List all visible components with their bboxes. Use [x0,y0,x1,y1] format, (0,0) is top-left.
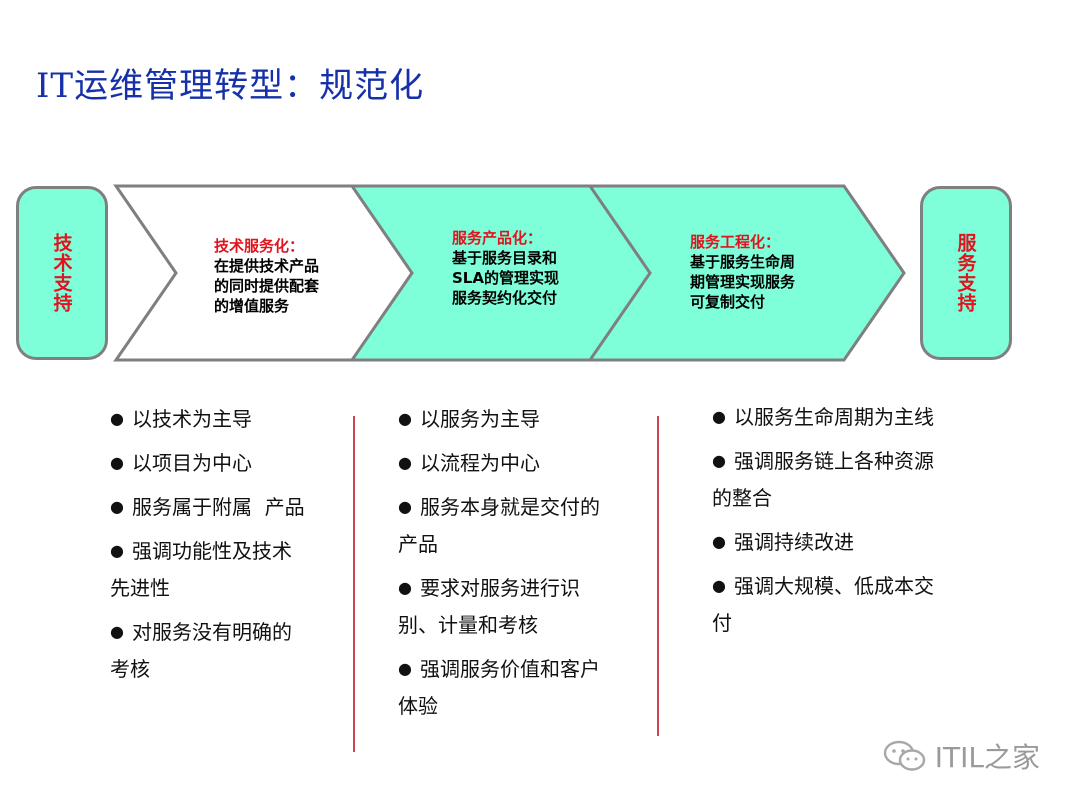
stage-body-3: 基于服务生命周期管理实现服务可复制交付 [690,253,796,311]
column-2: 以服务为主导 以流程为中心 服务本身就是交付的产品 要求对服务进行识别、计量和考… [398,400,614,731]
list-item: 强调服务价值和客户体验 [398,650,614,725]
list-item: 强调功能性及技术先进性 [110,532,310,607]
start-label: 技术支持 [50,233,73,313]
list-item: 以项目为中心 [110,444,310,482]
list-item: 以服务生命周期为主线 [712,398,934,436]
stage-text-2: 服务产品化： 基于服务目录和SLA的管理实现服务契约化交付 [452,228,564,308]
list-item: 以服务为主导 [398,400,614,438]
stage-head-1: 技术服务化： [214,237,305,255]
column-divider-1 [353,416,355,752]
stage-body-2: 基于服务目录和SLA的管理实现服务契约化交付 [452,249,559,307]
column-divider-2 [657,416,659,736]
column-3: 以服务生命周期为主线 强调服务链上各种资源的整合 强调持续改进 强调大规模、低成… [712,398,934,648]
brand-text: ITIL之家 [934,741,1040,774]
end-label: 服务支持 [954,233,977,313]
start-box: 技术支持 [16,186,108,360]
list-item: 对服务没有明确的考核 [110,613,310,688]
list-item: 强调大规模、低成本交付 [712,567,934,642]
list-item: 服务本身就是交付的产品 [398,488,614,563]
list-item: 以流程为中心 [398,444,614,482]
list-item: 以技术为主导 [110,400,310,438]
list-item: 强调持续改进 [712,523,934,561]
column-1: 以技术为主导 以项目为中心 服务属于附属 产品 强调功能性及技术先进性 对服务没… [110,400,310,694]
list-item: 服务属于附属 产品 [110,488,310,526]
stage-text-1: 技术服务化： 在提供技术产品的同时提供配套的增值服务 [214,236,326,316]
stage-text-3: 服务工程化： 基于服务生命周期管理实现服务可复制交付 [690,232,802,312]
end-box: 服务支持 [920,186,1012,360]
stage-head-3: 服务工程化： [690,233,781,251]
list-item: 要求对服务进行识别、计量和考核 [398,569,614,644]
brand-watermark: ITIL之家 [883,736,1040,776]
list-item: 强调服务链上各种资源的整合 [712,442,934,517]
wechat-icon [883,740,925,771]
page-title: IT运维管理转型：规范化 [36,66,425,106]
stage-body-1: 在提供技术产品的同时提供配套的增值服务 [214,257,320,315]
stage-head-2: 服务产品化： [452,229,543,247]
stage-chevron-3 [587,184,906,362]
